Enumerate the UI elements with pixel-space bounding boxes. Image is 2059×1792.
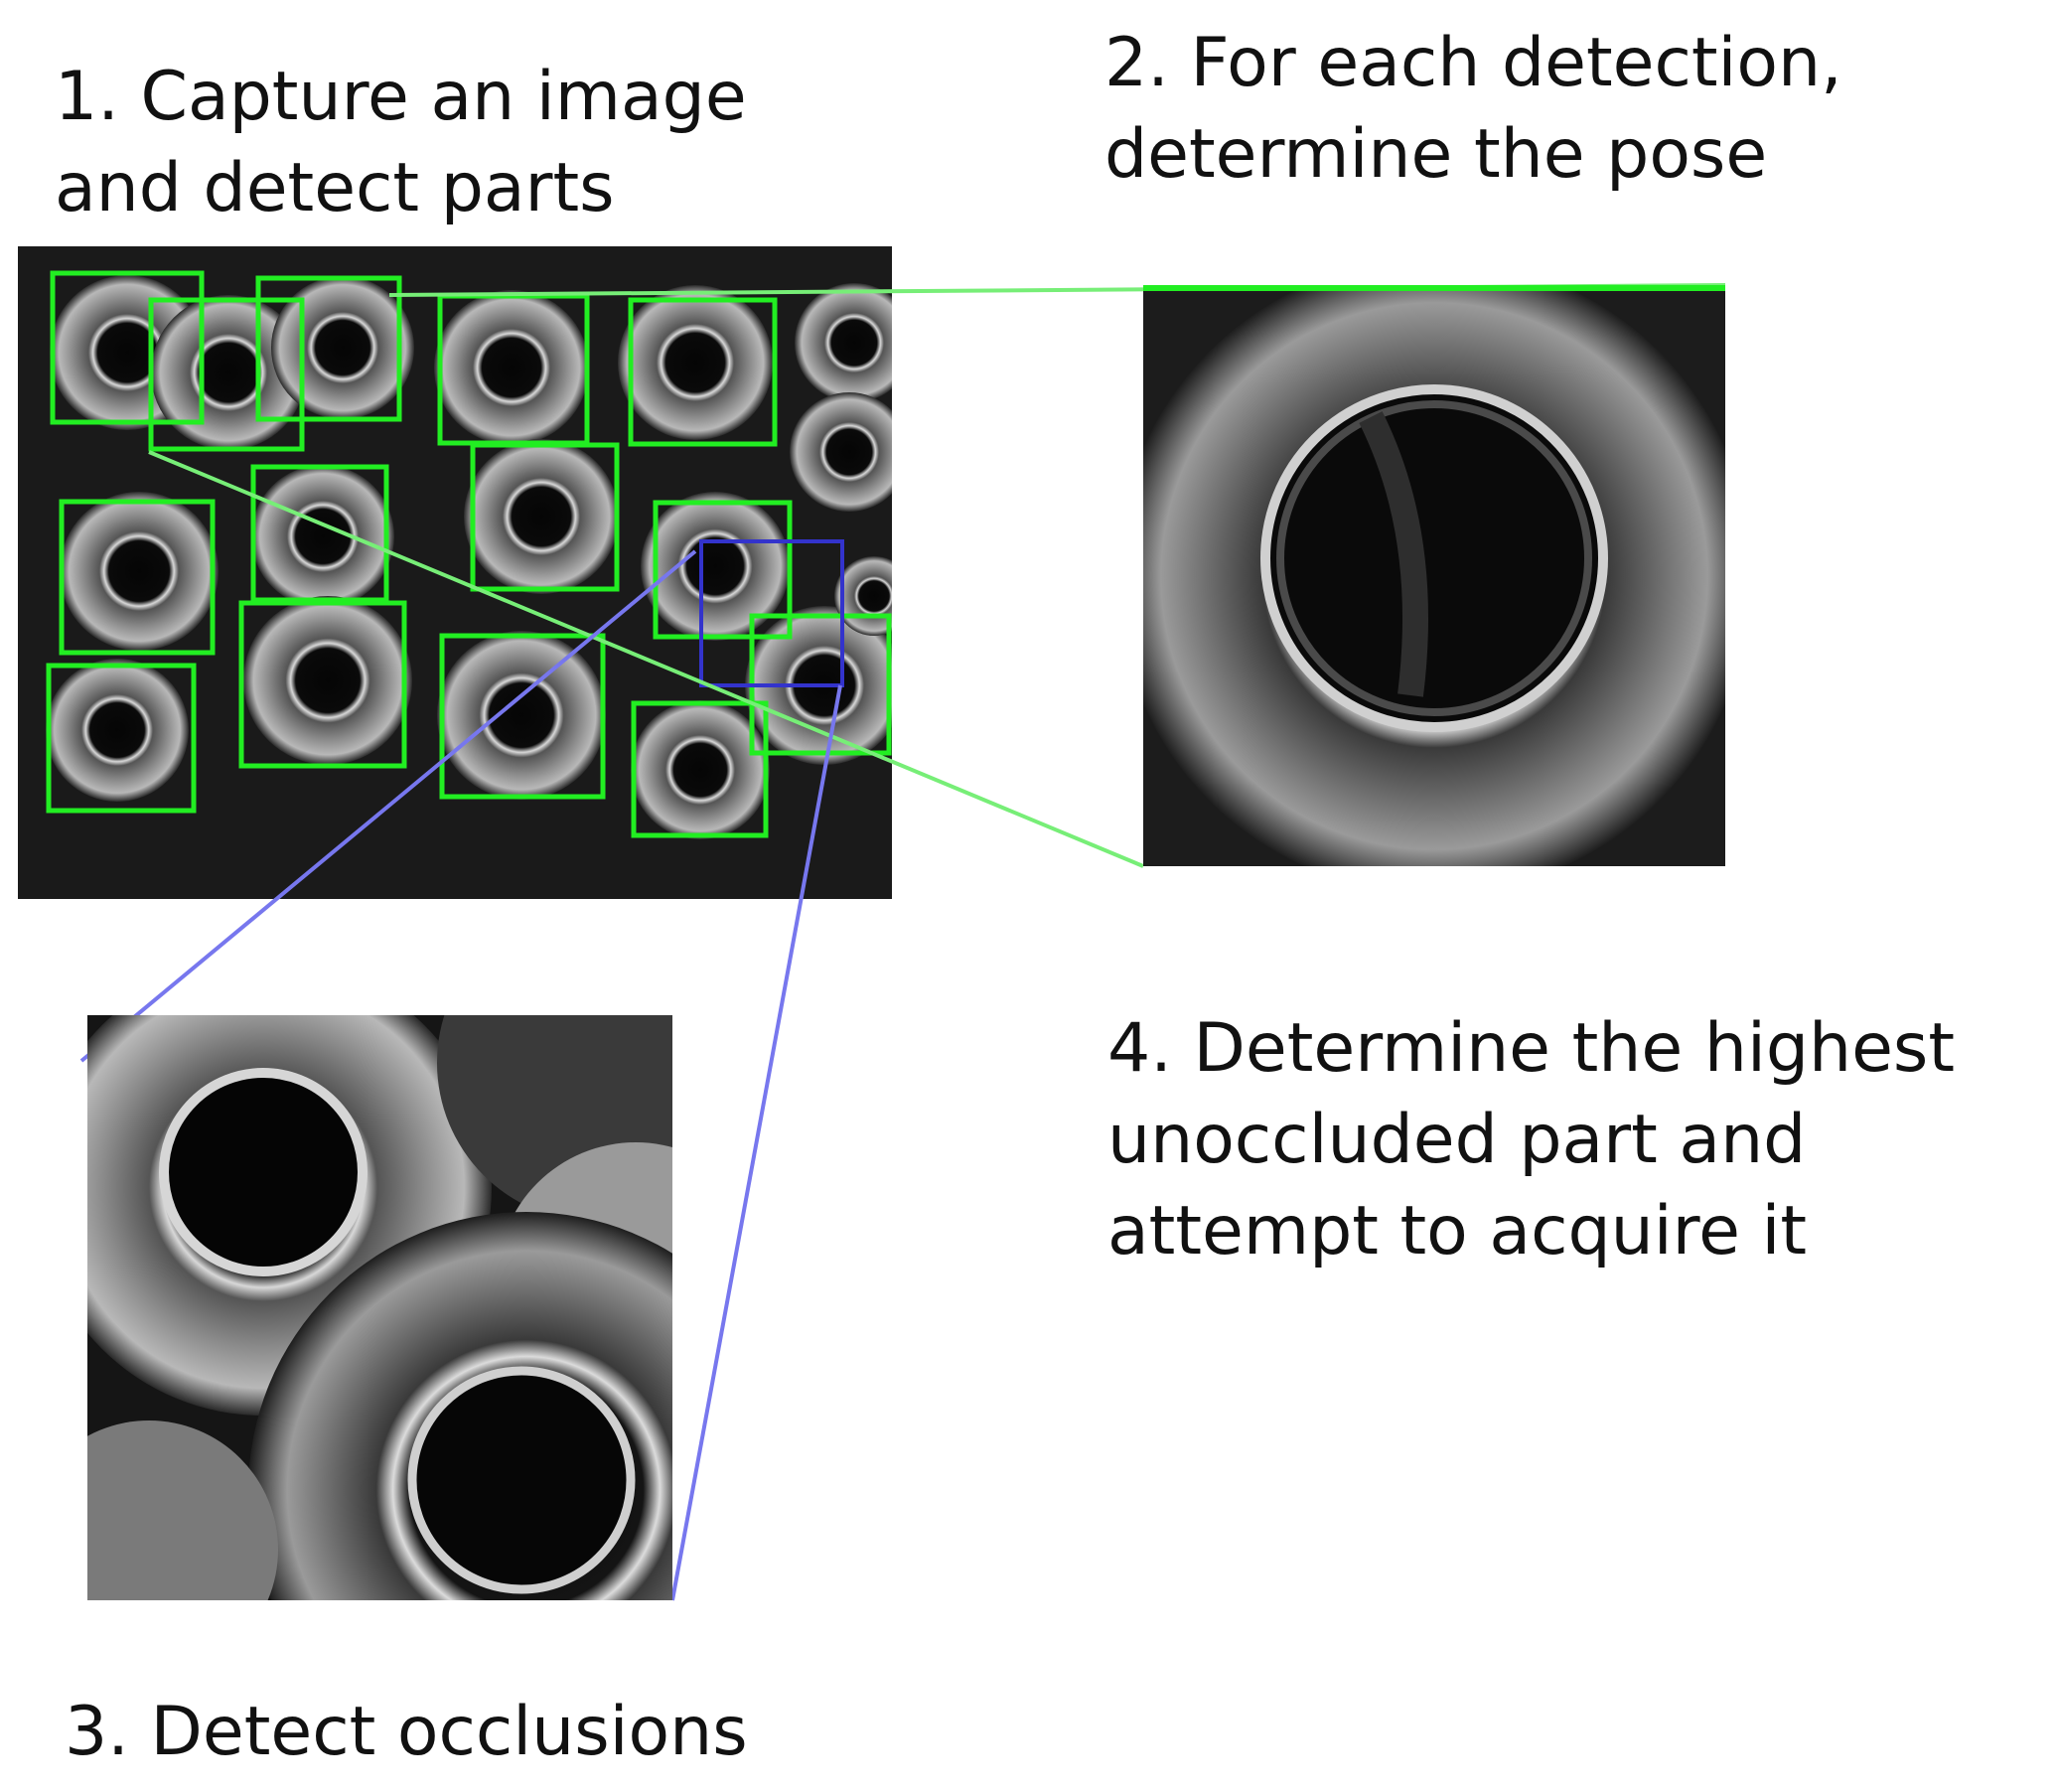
ring-part [437,631,606,800]
ring-part [271,276,414,419]
detection-box [470,442,620,592]
ring-part [631,700,770,839]
ring-part [60,492,219,651]
ring-part [795,283,892,402]
ring-part [618,285,773,440]
detection-box [50,270,205,425]
step-2-caption: 2. For each detection, determine the pos… [1104,24,1842,194]
ring-part [834,556,892,636]
detection-boxes [46,270,892,838]
detection-box [439,633,606,800]
ring-part [464,439,619,594]
zoom-line-blue-right [670,684,842,1601]
detection-box [238,600,407,769]
occlusion-crop-photo [87,1015,672,1600]
detection-box [628,297,778,447]
detection-box [59,499,216,656]
step-3-caption: 3. Detect occlusions [65,1693,748,1771]
pose-crop-photo [1143,285,1725,866]
step-4-caption: 4. Determine the highest unoccluded part… [1107,1009,1956,1270]
detection-box [46,663,197,814]
overview-photo [18,246,892,899]
step-1-caption: 1. Capture an image and detect parts [55,58,747,227]
zoom-line-blue-left [79,549,697,1063]
ring-part [251,465,394,608]
ring-part [46,659,189,802]
zoom-line-green-bottom [148,450,1144,868]
occlusion-box [699,539,844,687]
ring-part [641,492,790,641]
detection-box [250,464,389,603]
ring-part [151,295,306,450]
detection-box [631,700,769,838]
detection-box [255,275,402,422]
ring-parts [46,275,892,839]
detection-box [148,297,305,452]
ring-part [790,392,892,512]
ring-part [243,596,412,765]
ring-part [434,290,589,445]
detection-box [653,500,793,640]
